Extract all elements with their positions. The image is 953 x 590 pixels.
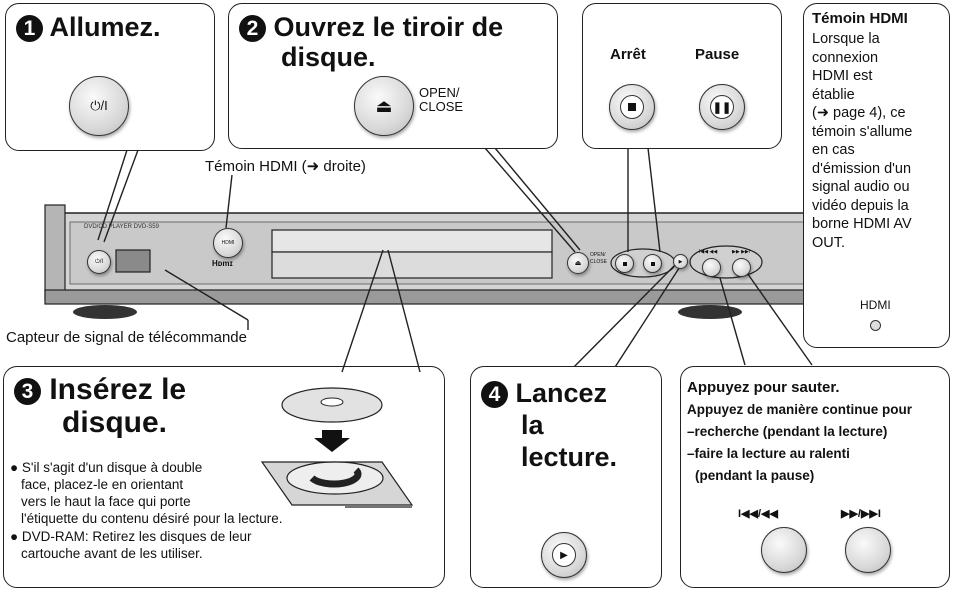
device-power-button[interactable]: ⏻/I	[87, 250, 111, 274]
bullet-dot: ●	[10, 529, 22, 544]
step4-number: 4	[481, 381, 508, 409]
stop-button[interactable]	[609, 84, 655, 130]
power-icon: ⏻/I	[90, 98, 108, 113]
skip-reverse-button[interactable]	[761, 527, 807, 573]
hdmi-indicator-led	[870, 320, 881, 331]
device-hdmi-badge: HDMI	[213, 228, 243, 258]
step3-bullet-1: ● S'il s'agit d'un disque à double face,…	[10, 460, 283, 526]
eject-icon: ⏏	[375, 95, 393, 116]
play-button[interactable]: ▶	[541, 532, 587, 578]
device-open-close-label: OPEN/ CLOSE	[590, 252, 607, 265]
dvd-player-body	[44, 204, 879, 319]
hdmi-indicator-callout: Témoin HDMI (➜ droite)	[205, 158, 366, 175]
step4-title: 4 Lancez la lecture.	[481, 377, 617, 473]
device-model: DVD/CD PLAYER DVD-S59	[84, 224, 159, 230]
hdmi-panel-text: Lorsque la connexion HDMI est établie (➜…	[812, 31, 913, 251]
pause-label: Pause	[695, 46, 740, 63]
skip-rev-label: I◀◀/◀◀	[738, 508, 778, 520]
stop-icon	[628, 103, 636, 111]
device-skip-rev-label: I◀◀ ◀◀	[699, 249, 718, 255]
skip-panel-text: Appuyez pour sauter. Appuyez de manière …	[687, 379, 913, 483]
stop-pause-box: Arrêt Pause ❚❚	[582, 3, 782, 149]
step1-box: 1 Allumez. ⏻/I	[5, 3, 215, 151]
step3-bullet-2: ● DVD-RAM: Retirez les disques de leur c…	[10, 529, 252, 561]
device-pause-button[interactable]	[643, 254, 662, 273]
device-power-icon: ⏻/I	[94, 258, 104, 265]
device-skip-fwd-button[interactable]	[732, 258, 751, 277]
step1-title: 1 Allumez.	[16, 12, 161, 43]
step1-number: 1	[16, 15, 43, 43]
open-close-label: OPEN/ CLOSE	[419, 85, 464, 114]
device-eject-icon: ⏏	[574, 260, 582, 267]
skip-fwd-label: ▶▶/▶▶I	[841, 508, 881, 520]
step2-title: 2 Ouvrez le tiroir de disque.	[239, 12, 503, 72]
step3-title: 3 Insérez le disque.	[14, 373, 186, 439]
skip-forward-button[interactable]	[845, 527, 891, 573]
device-play-button[interactable]: ▶	[673, 254, 688, 269]
bullet-dot: ●	[10, 460, 22, 475]
skip-panel-box: Appuyez pour sauter. Appuyez de manière …	[680, 366, 950, 588]
hdmi-panel: Témoin HDMI Lorsque la connexion HDMI es…	[803, 3, 950, 348]
power-button[interactable]: ⏻/I	[69, 76, 129, 136]
device-open-close-button[interactable]: ⏏	[567, 252, 589, 274]
remote-sensor-callout: Capteur de signal de télécommande	[6, 329, 247, 346]
step3-number: 3	[14, 377, 41, 405]
device-play-icon: ▶	[678, 258, 683, 265]
open-close-button[interactable]: ⏏	[354, 76, 414, 136]
hdmi-panel-title: Témoin HDMI	[812, 10, 908, 27]
step4-box: 4 Lancez la lecture. ▶	[470, 366, 662, 588]
stop-label: Arrêt	[610, 46, 646, 63]
hdmi-indicator-label: HDMI	[860, 298, 891, 312]
step3-box: 3 Insérez le disque. ● S'il s'agit d'un …	[3, 366, 445, 588]
device-skip-fwd-label: ▶▶ ▶▶I	[732, 249, 751, 255]
step2-box: 2 Ouvrez le tiroir de disque. ⏏ OPEN/ CL…	[228, 3, 558, 149]
step2-number: 2	[239, 15, 266, 43]
device-stop-button[interactable]	[615, 254, 634, 273]
play-icon: ▶	[560, 549, 568, 561]
device-pause-icon	[650, 261, 655, 266]
device-skip-rev-button[interactable]	[702, 258, 721, 277]
device-stop-icon	[622, 261, 627, 266]
hdmi-logo: Hᴅmɪ	[212, 259, 233, 268]
pause-button[interactable]: ❚❚	[699, 84, 745, 130]
pause-icon: ❚❚	[712, 101, 732, 114]
